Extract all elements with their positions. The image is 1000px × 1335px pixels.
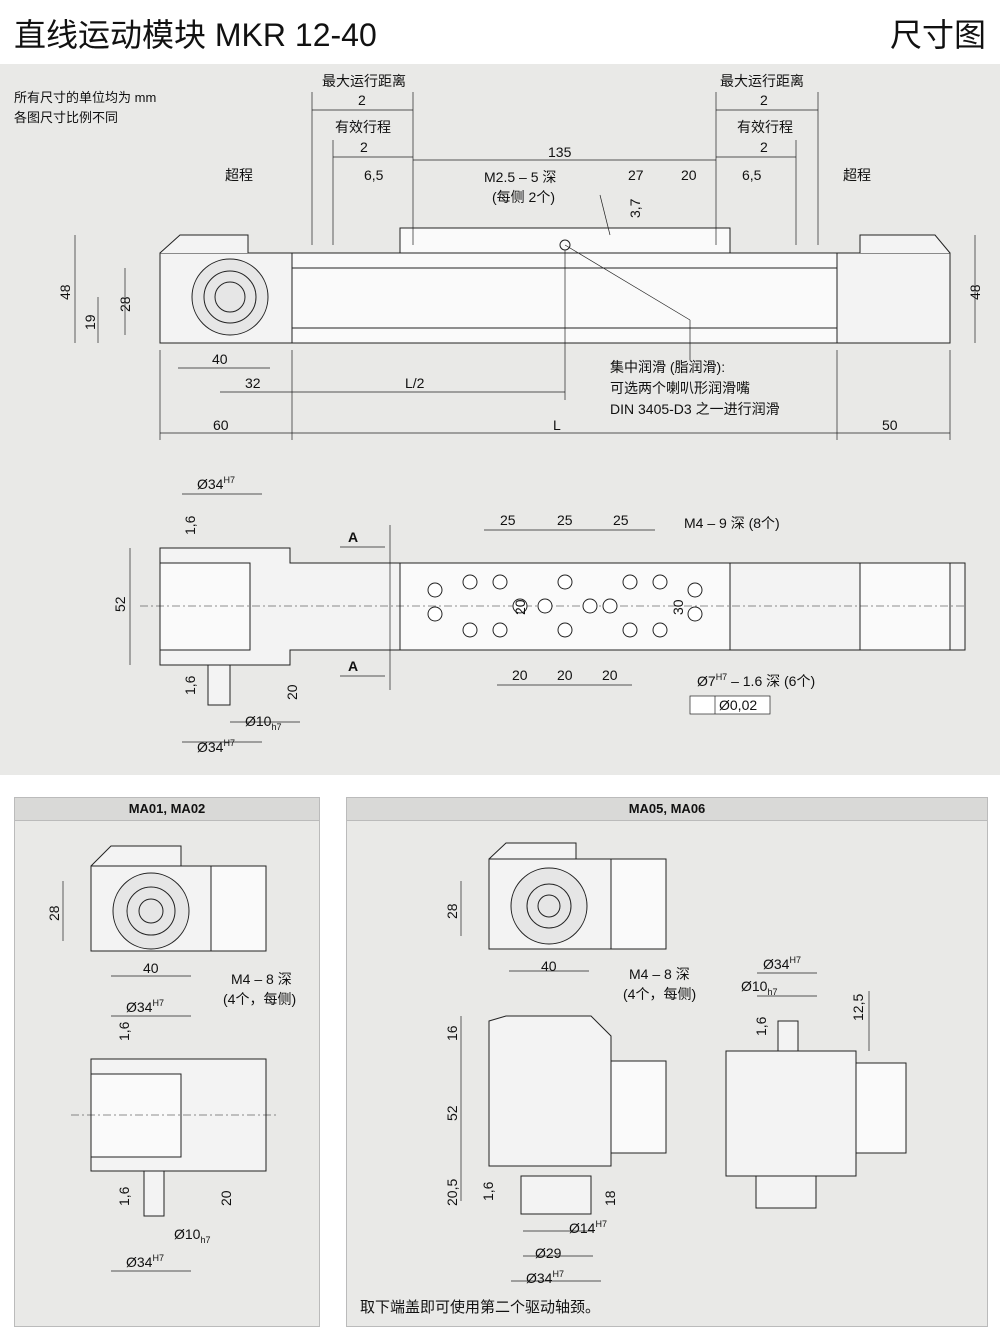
effective-label-left: 有效行程 — [335, 119, 391, 135]
ma05-dim-28: 28 — [444, 903, 460, 919]
max-travel-label-left: 最大运行距离 — [322, 73, 406, 89]
ma05-dim-18: 18 — [602, 1190, 618, 1206]
ma01-dim-28: 28 — [46, 905, 62, 921]
ma01-dim-20: 20 — [218, 1190, 234, 1206]
dim-25-a: 25 — [500, 512, 516, 528]
dim-6-5-right: 6,5 — [742, 167, 762, 183]
ma01-dim-34-bottom: Ø34H7 — [126, 1253, 164, 1270]
dim-20-c: 20 — [602, 667, 618, 683]
ma05-dim-52: 52 — [444, 1105, 460, 1121]
effective-value-left: 2 — [360, 139, 368, 155]
ma05-dim-12-5: 12,5 — [850, 994, 866, 1021]
dim-1-6-bottom: 1,6 — [182, 675, 198, 695]
dim-25-c: 25 — [613, 512, 629, 528]
ma05-dim-10: Ø10h7 — [741, 978, 777, 997]
thread-m2-5-note: (每侧 2个) — [492, 189, 555, 205]
note-line-2: 各图尺寸比例不同 — [14, 110, 119, 125]
ma05-dim-1-6-right: 1,6 — [753, 1016, 769, 1036]
lube-note-3: DIN 3405-D3 之一进行润滑 — [610, 401, 780, 417]
header: 直线运动模块 MKR 12-40 尺寸图 — [0, 0, 1000, 64]
top-view-drawing: Ø34H7 1,6 52 A A 25 25 25 M4 – 9 深 (8个) … — [112, 475, 966, 755]
dim-l: L — [553, 417, 561, 433]
panel-left-title: MA01, MA02 — [15, 798, 319, 821]
dim-20: 20 — [681, 167, 697, 183]
dim-48-right: 48 — [967, 284, 983, 300]
effective-label-right: 有效行程 — [737, 119, 793, 135]
dim-l-half: L/2 — [405, 375, 425, 391]
page-title: 直线运动模块 MKR 12-40 — [14, 17, 377, 53]
section-a-bottom: A — [348, 658, 358, 674]
ma01-dim-34-top: Ø34H7 — [126, 998, 164, 1015]
dim-50: 50 — [882, 417, 898, 433]
dim-30: 30 — [670, 599, 686, 615]
dim-20-a: 20 — [512, 667, 528, 683]
ma05-dim-34: Ø34H7 — [763, 955, 801, 972]
dim-19: 19 — [82, 314, 98, 330]
dim-25-b: 25 — [557, 512, 573, 528]
section-a-top: A — [348, 529, 358, 545]
dim-32: 32 — [245, 375, 261, 391]
ma05-dim-34-bottom: Ø34H7 — [526, 1269, 564, 1286]
effective-value-right: 2 — [760, 139, 768, 155]
panel-left-drawing: 28 40 M4 – 8 深 (4个，每侧) Ø34H7 1,6 1,6 20 … — [46, 845, 296, 1272]
panel-right-title: MA05, MA06 — [347, 798, 987, 821]
ma01-thread-note: (4个，每侧) — [223, 991, 296, 1007]
dim-6-5-left: 6,5 — [364, 167, 384, 183]
dim-dia-10: Ø10h7 — [245, 713, 281, 732]
panel-right-drawing: 28 40 M4 – 8 深 (4个，每侧) Ø34H7 Ø10h7 12,5 … — [444, 842, 907, 1286]
dim-28: 28 — [117, 296, 133, 312]
side-view-drawing: 最大运行距离 2 有效行程 2 超程 6,5 最大运行距离 2 有效行程 2 超… — [57, 73, 983, 440]
overtravel-label-right: 超程 — [843, 167, 871, 183]
dim-40: 40 — [212, 351, 228, 367]
ma05-dim-16: 16 — [444, 1025, 460, 1041]
tolerance-label: Ø0,02 — [719, 697, 757, 713]
dim-dia-34-bottom: Ø34H7 — [197, 738, 235, 755]
panel-ma05-ma06: MA05, MA06 28 40 M4 – 8 深 — [346, 797, 988, 1327]
thread-m4: M4 – 9 深 (8个) — [684, 515, 780, 531]
dim-135: 135 — [548, 144, 572, 160]
thread-m2-5: M2.5 – 5 深 — [484, 169, 556, 185]
panel-ma01-ma02: MA01, MA02 28 40 M4 – 8 深 (4个，每侧) Ø34H7 … — [14, 797, 320, 1327]
ma05-dim-1-6: 1,6 — [480, 1181, 496, 1201]
dim-20-vertical: 20 — [512, 599, 528, 615]
ma05-thread-note: (4个，每侧) — [623, 986, 696, 1002]
ma01-dim-40: 40 — [143, 960, 159, 976]
dim-20-b: 20 — [557, 667, 573, 683]
page-subtitle: 尺寸图 — [889, 17, 986, 53]
dim-27: 27 — [628, 167, 644, 183]
dim-1-6-top: 1,6 — [182, 515, 198, 535]
overtravel-label-left: 超程 — [225, 167, 253, 183]
max-travel-value-right: 2 — [760, 92, 768, 108]
ma05-dim-20-5: 20,5 — [444, 1179, 460, 1206]
lube-note-2: 可选两个喇叭形润滑嘴 — [610, 380, 750, 396]
max-travel-label-right: 最大运行距离 — [720, 73, 804, 89]
units-note: 所有尺寸的单位均为 mm 各图尺寸比例不同 — [14, 88, 156, 128]
dim-3-7: 3,7 — [627, 198, 643, 218]
dim-dia-7: Ø7H7 – 1.6 深 (6个) — [697, 672, 815, 689]
dim-60: 60 — [213, 417, 229, 433]
dim-52: 52 — [112, 596, 128, 612]
dim-48-left: 48 — [57, 284, 73, 300]
ma05-thread: M4 – 8 深 — [629, 966, 690, 982]
footnote: 取下端盖即可使用第二个驱动轴颈。 — [360, 1299, 601, 1316]
lube-note-1: 集中润滑 (脂润滑): — [610, 359, 725, 375]
dim-20-shaft: 20 — [284, 684, 300, 700]
ma01-dim-10: Ø10h7 — [174, 1226, 210, 1245]
ma01-dim-1-6-bottom: 1,6 — [116, 1186, 132, 1206]
ma01-thread: M4 – 8 深 — [231, 971, 292, 987]
ma05-dim-40: 40 — [541, 958, 557, 974]
ma01-dim-1-6-top: 1,6 — [116, 1021, 132, 1041]
ma05-dim-14: Ø14H7 — [569, 1219, 607, 1236]
ma05-dim-29: Ø29 — [535, 1245, 562, 1261]
dim-dia-34-top: Ø34H7 — [197, 475, 235, 492]
note-line-1: 所有尺寸的单位均为 mm — [14, 90, 157, 105]
max-travel-value-left: 2 — [358, 92, 366, 108]
